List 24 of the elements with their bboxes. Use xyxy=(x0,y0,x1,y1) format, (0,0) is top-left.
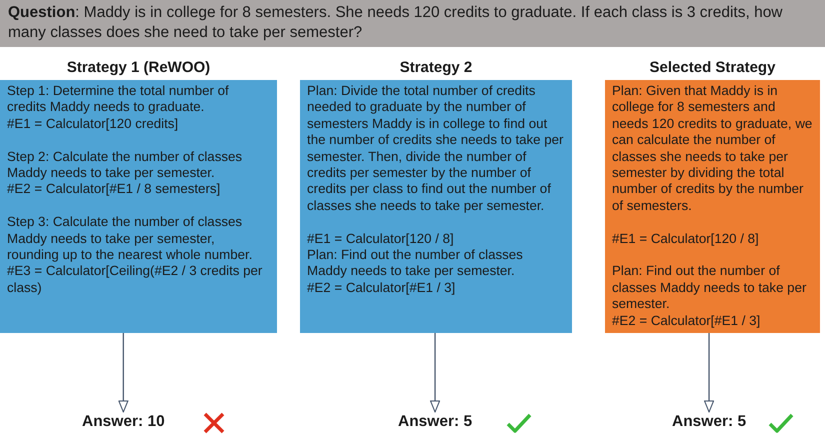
answer-text: Answer: 5 xyxy=(672,412,746,432)
strategy-text: Plan: Find out the number of classes Maddy needs to take per semester. xyxy=(307,247,524,280)
strategy-text: #E2 = Calculator[#E1 / 8 semesters] xyxy=(7,181,222,198)
column-heading: Strategy 1 (ReWOO) xyxy=(66,58,212,78)
arrow xyxy=(704,333,714,412)
arrow xyxy=(118,333,128,412)
answer-text: Answer: 10 xyxy=(82,412,165,432)
question-banner: Question: Maddy is in college for 8 semesters. She needs 120 credits to graduate. If each class is 3 credits, how many classes does she need to take per semester? xyxy=(0,0,825,47)
strategy-text: #E1 = Calculator[120 / 8] xyxy=(307,230,455,248)
strategy-text: #E2 = Calculator[#E1 / 3] xyxy=(612,312,762,330)
strategy-text: Plan: Divide the total number of credits needed to graduate by the number of semesters Maddy is in college to find out the number of credits she needs to take per semester. Then, divide the number of credits per semester by the number of credits per class to find out the number of classes she needs to take per semester. xyxy=(307,83,564,214)
strategy-text: #E3 = Calculator[Ceiling(#E2 / 3 credits per class) xyxy=(7,263,264,296)
column-heading: Selected Strategy xyxy=(648,58,776,78)
strategy-text: Plan: Find out the number of classes Maddy needs to take per semester. xyxy=(612,263,808,313)
strategy-text: #E2 = Calculator[#E1 / 3] xyxy=(307,280,456,296)
strategy-text: Plan: Given that Maddy is in college for 8 semesters and needs 120 credits to graduate, we can calculate the number of classes she needs to take per semester by dividing the total number of credits by the number of semesters. xyxy=(612,83,813,214)
arrow xyxy=(430,333,440,412)
strategy-text: #E1 = Calculator[120 / 8] xyxy=(612,230,760,248)
column-heading: Strategy 2 xyxy=(398,58,474,78)
answer-text: Answer: 5 xyxy=(398,412,472,432)
strategy-text: Step 3: Calculate the number of classes Maddy needs to take per semester, rounding up to the nearest whole number. xyxy=(7,214,254,264)
strategy-text: Step 2: Calculate the number of classes Maddy needs to take per semester. xyxy=(7,148,244,182)
strategy-text: #E1 = Calculator[120 credits] xyxy=(7,116,180,132)
strategy-text: Step 1: Determine the total number of credits Maddy needs to graduate. xyxy=(7,83,230,116)
